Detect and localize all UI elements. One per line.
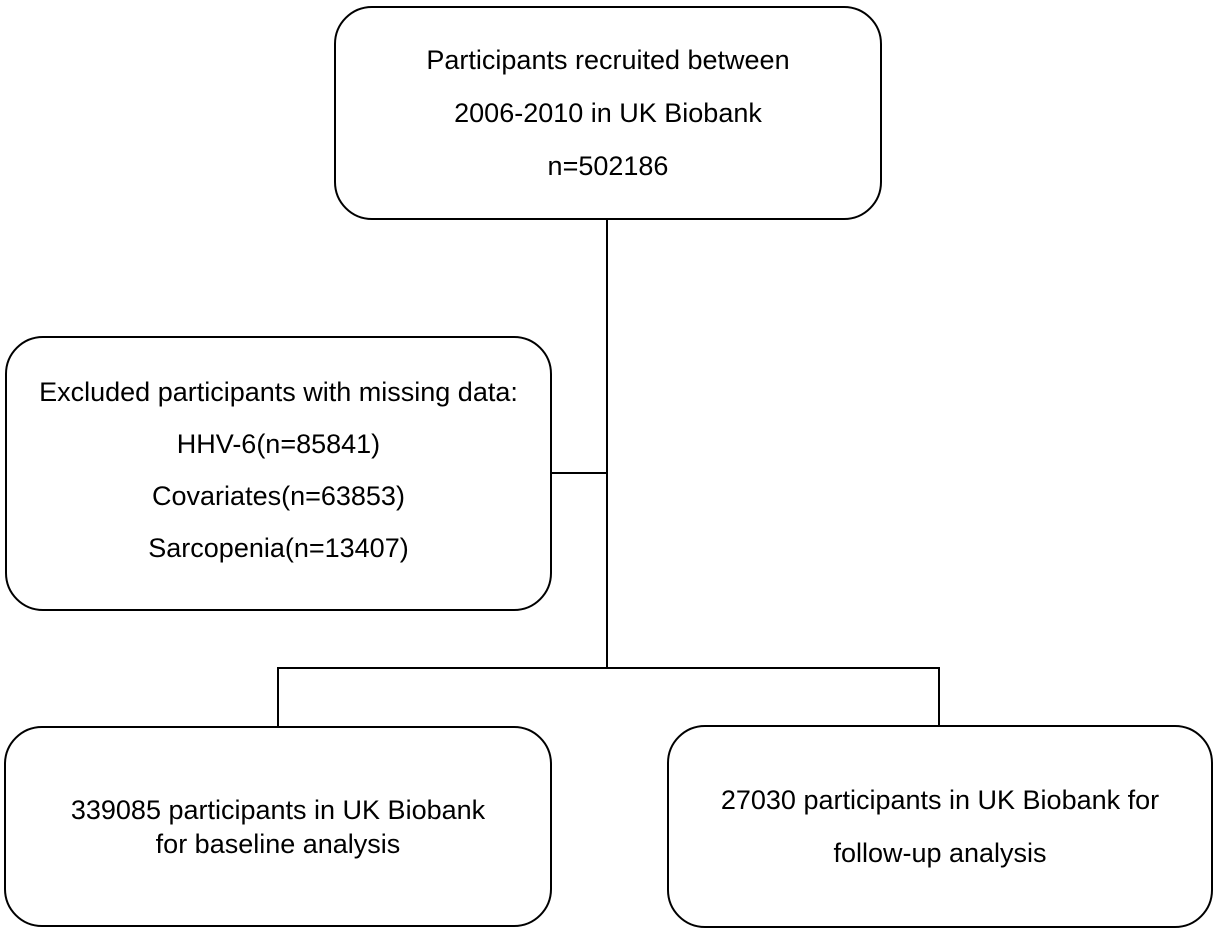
baseline-line-2: for baseline analysis: [155, 828, 401, 859]
followup-line-2: follow-up analysis: [833, 837, 1047, 868]
node-recruited-participants: Participants recruited between 2006-2010…: [334, 6, 882, 220]
connector-excluded-horizontal-line: [552, 472, 608, 474]
excluded-item-sarcopenia: Sarcopenia(n=13407): [148, 533, 409, 563]
recruited-count: n=502186: [547, 150, 669, 181]
excluded-item-covariates: Covariates(n=63853): [152, 481, 405, 511]
excluded-item-hhv6: HHV-6(n=85841): [176, 429, 381, 459]
followup-line-1: 27030 participants in UK Biobank for: [720, 784, 1160, 815]
connector-main-vertical-line: [606, 220, 608, 668]
node-excluded-participants: Excluded participants with missing data:…: [5, 336, 552, 611]
connector-followup-stub-line: [938, 667, 940, 725]
node-baseline-analysis: 339085 participants in UK Biobank for ba…: [4, 726, 552, 927]
baseline-line-1: 339085 participants in UK Biobank: [70, 794, 486, 825]
excluded-items: HHV-6(n=85841) Covariates(n=63853) Sarco…: [148, 418, 408, 574]
connector-baseline-stub-line: [277, 667, 279, 726]
excluded-heading: Excluded participants with missing data:: [39, 377, 518, 407]
connector-branch-horizontal-line: [277, 667, 940, 669]
node-followup-analysis: 27030 participants in UK Biobank for fol…: [667, 725, 1213, 928]
recruited-line-2: 2006-2010 in UK Biobank: [454, 97, 762, 128]
recruited-line-1: Participants recruited between: [426, 44, 790, 75]
